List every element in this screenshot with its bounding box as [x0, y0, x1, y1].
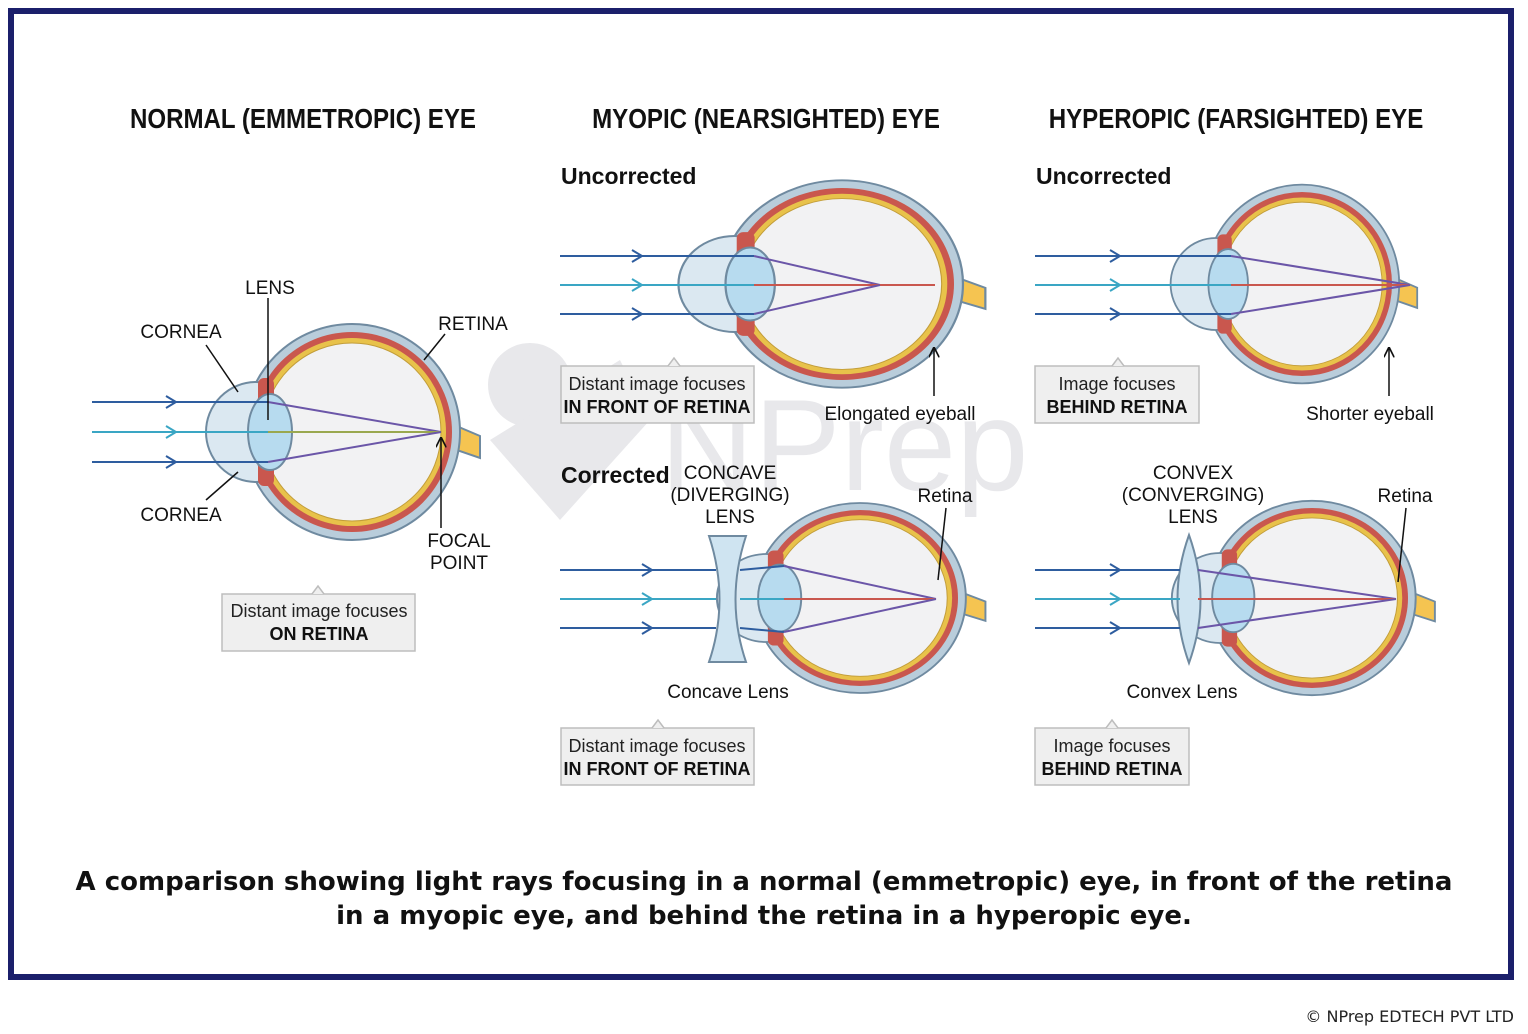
hyperopic-retina-label: Retina	[1378, 486, 1433, 507]
svg-text:(CONVERGING): (CONVERGING)	[1122, 485, 1265, 506]
concave-lens-label: Concave Lens	[667, 682, 788, 703]
myopic-eye-title: MYOPIC (NEARSIGHTED) EYE	[592, 102, 940, 134]
figure-caption: A comparison showing light rays focusing…	[75, 867, 1453, 931]
hyperopic-uncorrected-label: Uncorrected	[1036, 163, 1171, 189]
label-point: POINT	[430, 553, 488, 574]
convex-lens-label: Convex Lens	[1127, 682, 1238, 703]
myopic-uncorrected-eye	[560, 179, 987, 396]
shorter-eyeball-label: Shorter eyeball	[1306, 404, 1434, 425]
svg-text:Image focuses: Image focuses	[1053, 736, 1170, 756]
normal-eye-title: NORMAL (EMMETROPIC) EYE	[130, 102, 476, 134]
svg-text:Image focuses: Image focuses	[1058, 374, 1175, 394]
hyperopic-eye-title: HYPEROPIC (FARSIGHTED) EYE	[1049, 102, 1424, 134]
myopic-corrected-eye	[560, 501, 987, 695]
svg-text:ON RETINA: ON RETINA	[270, 624, 369, 644]
svg-text:Distant image focuses: Distant image focuses	[568, 374, 745, 394]
svg-text:LENS: LENS	[1168, 507, 1218, 528]
myopic-uncorrected-label: Uncorrected	[561, 163, 696, 189]
copyright-notice: © NPrep EDTECH PVT LTD	[1305, 1007, 1514, 1026]
myopic-top-info-box: Distant image focuses IN FRONT OF RETINA	[560, 356, 755, 424]
normal-info-box: Distant image focuses ON RETINA	[221, 584, 416, 652]
elongated-eyeball-label: Elongated eyeball	[824, 404, 975, 425]
hyperopic-bottom-info-box: Image focuses BEHIND RETINA	[1034, 718, 1190, 786]
label-retina: RETINA	[438, 314, 508, 335]
hyperopic-top-info-box: Image focuses BEHIND RETINA	[1034, 356, 1200, 424]
myopic-retina-label: Retina	[918, 486, 973, 507]
svg-text:(DIVERGING): (DIVERGING)	[670, 485, 789, 506]
myopic-corrected-label: Corrected	[561, 462, 670, 488]
myopic-bottom-info-box: Distant image focuses IN FRONT OF RETINA	[560, 718, 755, 786]
label-focal: FOCAL	[427, 531, 490, 552]
svg-text:CONVEX: CONVEX	[1153, 463, 1234, 484]
svg-text:LENS: LENS	[705, 507, 755, 528]
svg-text:BEHIND RETINA: BEHIND RETINA	[1041, 759, 1182, 779]
label-cornea-top: CORNEA	[140, 322, 222, 343]
svg-text:CONCAVE: CONCAVE	[684, 463, 777, 484]
svg-text:IN FRONT OF RETINA: IN FRONT OF RETINA	[564, 759, 751, 779]
label-lens: LENS	[245, 278, 295, 299]
hyperopic-uncorrected-eye	[1035, 183, 1419, 396]
concave-lens-shape	[707, 535, 748, 663]
svg-text:Distant image focuses: Distant image focuses	[230, 601, 407, 621]
figure-frame	[8, 8, 1514, 980]
svg-text:Distant image focuses: Distant image focuses	[568, 736, 745, 756]
label-cornea-bottom: CORNEA	[140, 505, 222, 526]
hyperopic-corrected-eye	[1035, 499, 1436, 697]
normal-eye-illustration	[92, 298, 481, 541]
convex-lens-shape	[1176, 532, 1202, 666]
svg-text:IN FRONT OF RETINA: IN FRONT OF RETINA	[564, 397, 751, 417]
svg-text:BEHIND RETINA: BEHIND RETINA	[1046, 397, 1187, 417]
